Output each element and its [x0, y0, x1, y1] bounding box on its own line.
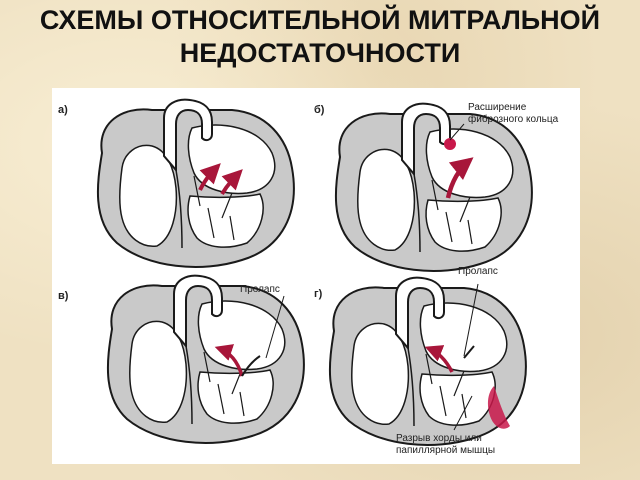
callout-line: Пролапс [458, 266, 498, 277]
heart-panel-v [106, 274, 305, 444]
title-line-2: НЕДОСТАТОЧНОСТИ [179, 38, 461, 68]
callout-prolapse-g: Пролапс [458, 266, 498, 278]
annulus-dilation-marker [444, 138, 456, 150]
prolapse-leaflet [463, 345, 475, 359]
callout-line: Пролапс [240, 284, 280, 295]
page-title: СХЕМЫ ОТНОСИТЕЛЬНОЙ МИТРАЛЬНОЙ НЕДОСТАТО… [0, 4, 640, 70]
panel-label-v: в) [58, 290, 69, 302]
chord-rupture-area [487, 386, 510, 429]
regurgitation-arrow [220, 169, 243, 196]
panel-label-g: г) [314, 288, 323, 300]
callout-line: фиброзного кольца [468, 114, 559, 125]
heart-panel-a [96, 98, 295, 268]
heart-diagram-figure: а) б) в) г) Расширение фиброзного кольца… [52, 88, 580, 464]
pointer-line [463, 283, 479, 357]
regurgitation-arrow [424, 345, 454, 373]
heart-panel-b [334, 102, 533, 272]
regurgitation-arrow [214, 344, 244, 377]
heart-diagrams-svg [96, 98, 533, 446]
panel-label-b: б) [314, 104, 325, 116]
pointer-line [449, 123, 465, 141]
callout-line: Расширение [468, 102, 527, 113]
prolapse-leaflet [241, 355, 261, 377]
heart-panel-g [328, 276, 527, 446]
regurgitation-arrow [198, 163, 221, 191]
callout-prolapse-v: Пролапс [240, 284, 280, 296]
pointer-line [453, 395, 473, 431]
callout-chord-rupture: Разрыв хорды или папиллярной мышцы [396, 433, 495, 457]
regurgitation-arrow [445, 157, 474, 199]
pointer-line [265, 295, 285, 359]
panel-label-a: а) [58, 104, 68, 116]
title-line-1: СХЕМЫ ОТНОСИТЕЛЬНОЙ МИТРАЛЬНОЙ [39, 5, 601, 35]
callout-annulus-dilation: Расширение фиброзного кольца [468, 102, 558, 126]
callout-line: Разрыв хорды или [396, 433, 482, 444]
callout-line: папиллярной мышцы [396, 445, 496, 456]
